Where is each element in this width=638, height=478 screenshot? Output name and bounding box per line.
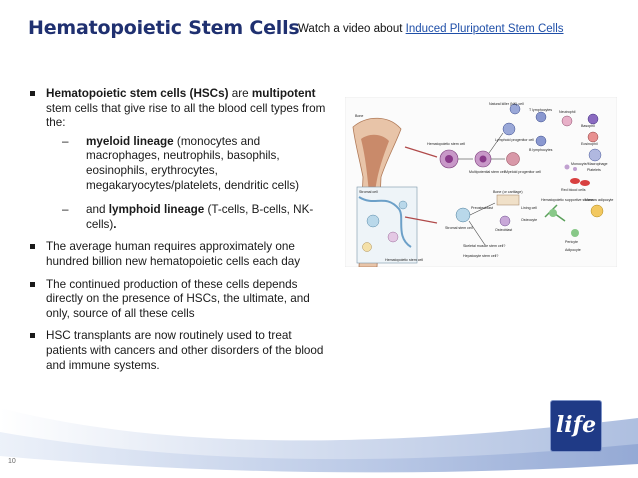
swoosh-band <box>0 456 638 478</box>
neutrophil-shape <box>561 115 573 127</box>
marrow-cavity <box>361 134 389 193</box>
label-neutrophil: Neutrophil <box>559 110 576 114</box>
myeloid-text: (monocytes and macrophages, neutrophils,… <box>86 134 300 192</box>
label-rbc: Red blood cells <box>561 188 586 192</box>
bullet-list: Hematopoietic stem cells (HSCs) are mult… <box>30 87 330 381</box>
b-cell-shape <box>535 135 547 147</box>
bullet-text: HSC transplants are now routinely used t… <box>46 329 324 372</box>
stromal-cell-shape <box>366 214 380 228</box>
label-nk: Natural killer (NK) cell <box>489 102 524 106</box>
label-lymphoid: Lymphoid progenitor cell <box>495 138 534 142</box>
stromal-stem-cell-shape <box>455 207 471 223</box>
label-t-lymphocytes: T lymphocytes <box>529 108 552 112</box>
bullet-daily-requirement: The average human requires approximately… <box>30 240 330 269</box>
lymphoid-pre: and <box>86 203 109 217</box>
t-cell-shape <box>535 111 547 123</box>
vessel-shape <box>358 196 412 248</box>
label-hsc-inset: Hematopoietic stem cell <box>385 258 423 262</box>
myeloid-term: myeloid lineage <box>86 134 174 148</box>
footer-swoosh <box>0 408 638 478</box>
bullet-marker <box>30 281 35 287</box>
eosinophil-shape <box>587 131 599 143</box>
label-skeletal: Skeletal muscle stem cell? <box>463 244 505 248</box>
hsc-cell-shape <box>387 231 399 243</box>
label-multipotent: Multipotential stem cell <box>469 170 506 174</box>
cell-shape <box>398 200 408 210</box>
hsc-term: Hematopoietic stem cells (HSCs) <box>46 87 229 100</box>
rbc-shape <box>570 178 580 184</box>
basophil-shape <box>587 113 599 125</box>
nucleus-shape <box>479 155 487 163</box>
bullet-marker <box>30 244 35 250</box>
text-cell-types: stem cells that give rise to all the blo… <box>46 101 326 130</box>
monocyte-shape <box>588 148 602 162</box>
life-logo: life <box>551 401 601 451</box>
arrow-shape <box>488 132 504 154</box>
multipotent-term: multipotent <box>251 87 316 100</box>
label-pericyte: Pericyte <box>565 240 578 244</box>
lymphoid-text: (T-cells, B-cells, NK-cells) <box>86 203 314 231</box>
dash-marker: – <box>62 134 69 148</box>
adipocyte-shape <box>362 242 372 252</box>
osteoblast-shape <box>499 215 511 227</box>
label-basophil: Basophil <box>581 124 595 128</box>
stroma-cell-shape <box>571 229 579 237</box>
video-prompt: Watch a video about Induced Pluripotent … <box>298 23 564 35</box>
text-are: are <box>228 87 252 100</box>
dash-marker: – <box>62 203 69 217</box>
label-hepatocyte: Hepatocyte stem cell? <box>463 254 498 258</box>
myeloid-cell-shape <box>506 152 520 166</box>
rbc-shape <box>580 180 590 186</box>
bullet-text: The continued production of these cells … <box>46 277 310 320</box>
video-link[interactable]: Induced Pluripotent Stem Cells <box>405 23 564 35</box>
bullet-text: The average human requires approximately… <box>46 240 301 268</box>
marrow-adipocyte-shape <box>590 204 604 218</box>
label-bone: Bone <box>355 114 363 118</box>
sub-bullet-myeloid: – myeloid lineage (monocytes and macroph… <box>46 135 330 193</box>
page-number: 10 <box>8 458 16 465</box>
label-eosinophil: Eosinophil <box>581 142 598 146</box>
bullet-continued-production: The continued production of these cells … <box>30 278 330 322</box>
label-marrow-adipocyte: Marrow adipocyte <box>585 198 613 202</box>
label-myeloid: Myeloid progenitor cell <box>505 170 541 174</box>
label-hema-support: Hematopoietic supportive stroma <box>541 198 594 202</box>
bullet-marker <box>30 91 35 96</box>
label-lining: Lining cell <box>521 206 537 210</box>
sub-bullet-lymphoid: – and lymphoid lineage (T-cells, B-cells… <box>46 203 330 232</box>
hematopoiesis-diagram: Bone Hematopoietic stem cell Natural kil… <box>345 97 617 267</box>
platelet-shape <box>564 164 570 170</box>
label-stromal-inset: Stromal cell <box>359 190 378 194</box>
lymphoid-end: . <box>113 217 117 231</box>
label-monocyte: Monocyte/Macrophage <box>571 162 608 166</box>
bone-tissue-shape <box>496 194 520 206</box>
swoosh-band <box>0 432 638 478</box>
label-b-lymphocytes: B lymphocytes <box>529 148 553 152</box>
arrow-shape <box>469 202 496 216</box>
lymphoid-term: lymphoid lineage <box>108 203 205 217</box>
label-hsc: Hematopoietic stem cell <box>427 142 465 146</box>
arrow-shape <box>468 220 486 246</box>
bullet-marker <box>30 333 35 339</box>
label-platelets: Platelets <box>587 168 601 172</box>
arrow-shape <box>404 146 438 158</box>
label-stromal: Stromal stem cell <box>445 226 473 230</box>
platelet-shape <box>573 167 577 171</box>
label-osteocyte: Osteocyte <box>521 218 537 222</box>
video-prefix: Watch a video about <box>298 23 406 35</box>
label-bone-cartilage: Bone (or cartilage) <box>493 190 523 194</box>
label-osteoblast: Osteoblast <box>495 228 512 232</box>
nk-cell-shape <box>509 103 521 115</box>
logo-text: life <box>555 412 597 438</box>
arrow-shape <box>404 216 438 224</box>
bullet-transplants: HSC transplants are now routinely used t… <box>30 329 330 373</box>
lymphoid-cell-shape <box>502 122 516 136</box>
label-adipocyte: Adipocyte <box>565 248 581 252</box>
bullet-hsc-definition: Hematopoietic stem cells (HSCs) are mult… <box>30 87 330 232</box>
nucleus-shape <box>445 155 453 163</box>
stroma-cell-shape <box>549 209 557 217</box>
label-preosteoblast: Preosteoblast <box>471 206 493 210</box>
slide-title: Hematopoietic Stem Cells <box>28 17 300 39</box>
